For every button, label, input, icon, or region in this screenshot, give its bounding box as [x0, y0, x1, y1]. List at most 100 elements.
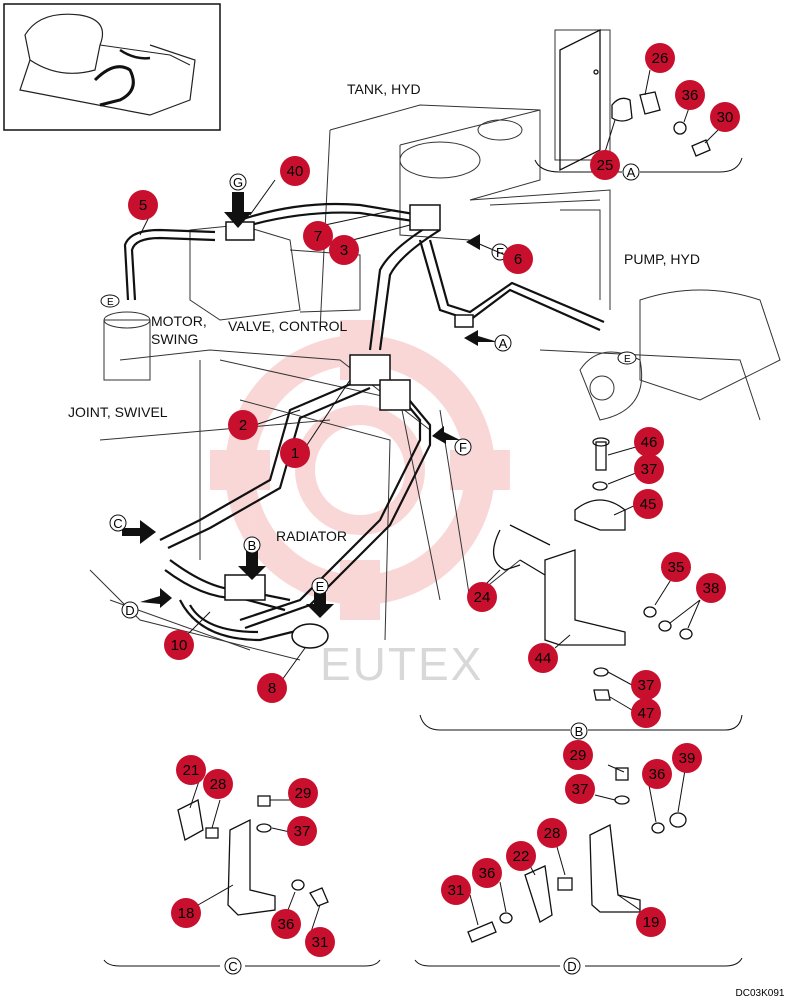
callout-36: 36: [271, 909, 301, 939]
machine-inset: [3, 3, 221, 131]
callout-28: 28: [537, 818, 567, 848]
callout-29: 29: [288, 778, 318, 808]
callout-28: 28: [203, 769, 233, 799]
small-letter-E1: E: [100, 294, 120, 308]
svg-text:A: A: [499, 336, 508, 351]
detail-c-parts: [177, 795, 329, 916]
detail-a-bracket: [534, 157, 743, 173]
callout-8: 8: [257, 673, 287, 703]
svg-text:5: 5: [139, 197, 147, 214]
detail-letter-C: C: [224, 957, 242, 975]
svg-text:C: C: [113, 516, 122, 531]
label-radiator: RADIATOR: [276, 528, 347, 544]
callout-10: 10: [164, 630, 194, 660]
svg-text:19: 19: [643, 914, 660, 931]
label-pump-hyd: PUMP, HYD: [624, 251, 700, 267]
svg-text:37: 37: [572, 781, 589, 798]
fittings: [224, 204, 474, 649]
callout-24: 24: [467, 582, 497, 612]
arrow-letter-D: D: [121, 601, 139, 619]
svg-text:E: E: [316, 579, 325, 594]
callout-1: 1: [280, 438, 310, 468]
svg-text:26: 26: [652, 50, 669, 67]
callout-37: 37: [634, 454, 664, 484]
svg-text:10: 10: [171, 637, 188, 654]
callout-7: 7: [303, 221, 333, 251]
svg-text:38: 38: [703, 580, 720, 597]
svg-text:36: 36: [278, 916, 295, 933]
callout-31: 31: [441, 875, 471, 905]
svg-text:36: 36: [479, 865, 496, 882]
svg-text:25: 25: [597, 157, 614, 174]
callout-37: 37: [631, 670, 661, 700]
callout-46: 46: [634, 427, 664, 457]
svg-text:46: 46: [641, 434, 658, 451]
svg-text:G: G: [233, 175, 243, 190]
callout-45: 45: [633, 489, 663, 519]
callout-26: 26: [645, 43, 675, 73]
arrow-letter-F2: F: [454, 438, 472, 456]
svg-text:2: 2: [239, 417, 247, 434]
drawing-code: DC03K091: [736, 988, 785, 999]
callout-31: 31: [305, 927, 335, 957]
callout-36: 36: [675, 80, 705, 110]
callouts: 26 36 30 25 40 5 7 3 6 2 1 46 37 45 24 3…: [128, 43, 740, 957]
svg-text:D: D: [567, 959, 576, 974]
label-joint-swivel: JOINT, SWIVEL: [68, 404, 168, 420]
watermark-gear: [210, 320, 510, 620]
callout-40: 40: [280, 156, 310, 186]
callout-25: 25: [590, 150, 620, 180]
detail-letter-D: D: [563, 957, 581, 975]
callout-6: 6: [503, 244, 533, 274]
svg-text:A: A: [627, 165, 636, 180]
callout-37: 37: [565, 774, 595, 804]
svg-text:35: 35: [668, 559, 685, 576]
svg-text:29: 29: [295, 785, 312, 802]
callout-44: 44: [528, 643, 558, 673]
arrow-letter-B: B: [243, 536, 261, 554]
callout-47: 47: [631, 698, 661, 728]
detail-b-bracket: [419, 714, 743, 731]
svg-text:47: 47: [638, 705, 655, 722]
svg-text:F: F: [459, 440, 467, 455]
detail-d-bracket: [414, 957, 743, 967]
callout-21: 21: [176, 755, 206, 785]
callout-36: 36: [642, 759, 672, 789]
detail-letter-B: B: [570, 722, 588, 740]
svg-text:36: 36: [649, 766, 666, 783]
pointer-arrows: [122, 192, 500, 618]
label-motor-swing-2: SWING: [151, 331, 198, 347]
svg-text:39: 39: [679, 750, 696, 767]
svg-text:44: 44: [535, 650, 552, 667]
svg-text:3: 3: [340, 242, 348, 259]
svg-text:8: 8: [268, 680, 276, 697]
arrow-letter-C: C: [109, 514, 127, 532]
svg-text:30: 30: [717, 109, 734, 126]
svg-text:21: 21: [183, 762, 200, 779]
callout-36: 36: [472, 858, 502, 888]
callout-38: 38: [696, 573, 726, 603]
svg-text:37: 37: [641, 461, 658, 478]
svg-text:E: E: [624, 354, 631, 365]
callout-19: 19: [636, 907, 666, 937]
small-letter-E2: E: [617, 351, 637, 365]
watermark-text: EUTEX: [320, 638, 483, 690]
label-valve-control: VALVE, CONTROL: [228, 318, 348, 334]
detail-a-parts: [559, 28, 711, 172]
callout-22: 22: [506, 841, 536, 871]
callout-18: 18: [171, 898, 201, 928]
callout-2: 2: [228, 410, 258, 440]
detail-d-parts: [467, 767, 687, 943]
svg-text:31: 31: [312, 934, 329, 951]
callout-37: 37: [287, 816, 317, 846]
machine-structure: [89, 29, 781, 661]
detail-c-bracket: [103, 959, 381, 967]
svg-text:45: 45: [640, 496, 657, 513]
leader-lines: [139, 69, 719, 936]
callout-35: 35: [661, 552, 691, 582]
svg-text:18: 18: [178, 905, 195, 922]
label-motor-swing-1: MOTOR,: [151, 313, 207, 329]
detail-letter-A: A: [622, 163, 640, 181]
callout-5: 5: [128, 190, 158, 220]
